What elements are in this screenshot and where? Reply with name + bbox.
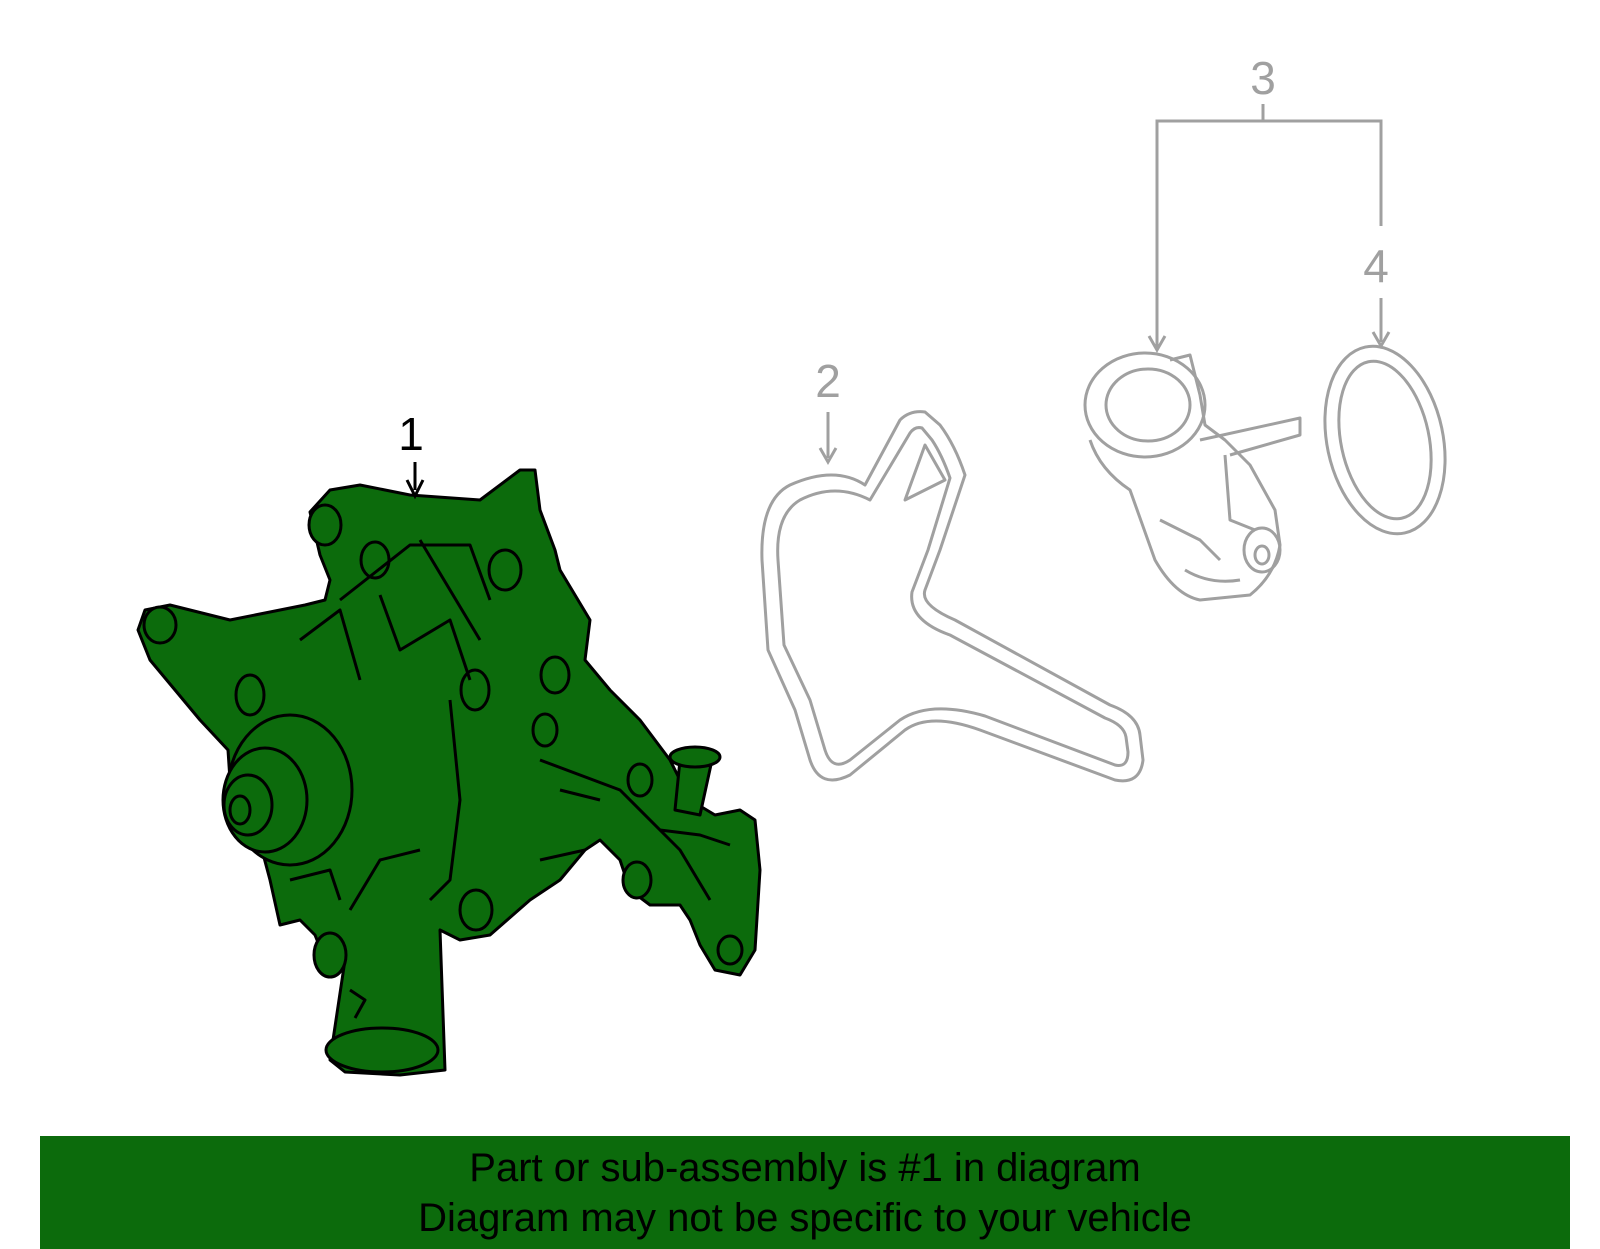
banner-line-1: Part or sub-assembly is #1 in diagram [469,1145,1141,1190]
banner-line-2: Diagram may not be specific to your vehi… [418,1195,1192,1240]
callout-3-number: 3 [1250,52,1276,104]
info-banner: Part or sub-assembly is #1 in diagram Di… [40,1136,1570,1249]
part-2-gasket[interactable] [760,410,1145,783]
callout-3: 3 [1147,52,1383,354]
callout-4-number: 4 [1363,240,1389,292]
callout-4: 4 [1363,240,1391,350]
callout-1: 1 [398,408,425,500]
callout-1-number: 1 [398,408,424,460]
callout-2: 2 [815,355,841,466]
part-1-water-pump[interactable] [136,468,762,1077]
part-4-seal-ring[interactable] [1309,335,1462,545]
callout-2-number: 2 [815,355,841,407]
parts-diagram: 1 2 3 4 [136,52,1462,1077]
part-3-thermostat-housing[interactable] [1083,351,1302,602]
